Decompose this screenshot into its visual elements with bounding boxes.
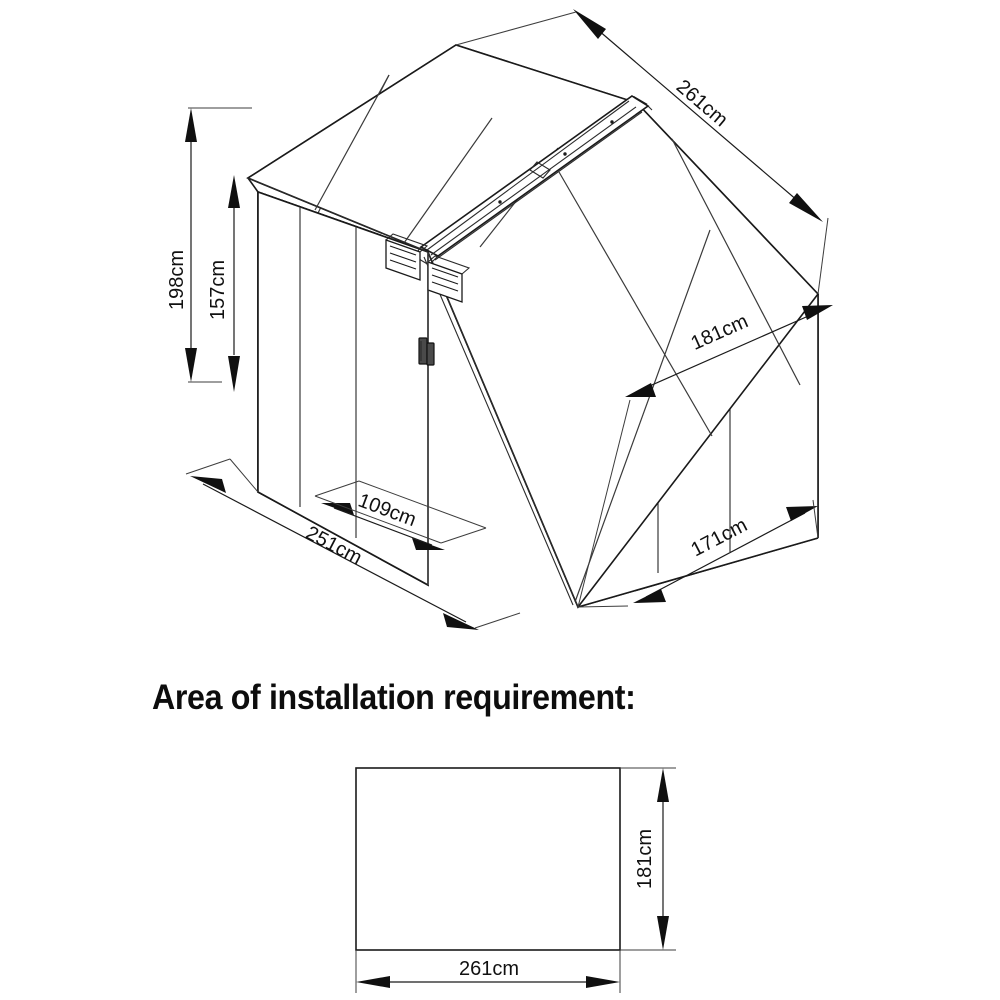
dimension-label-261cm-footprint: 261cm	[459, 958, 519, 980]
vent-left	[385, 233, 429, 281]
dimension-label-181cm-footprint: 181cm	[634, 829, 656, 889]
dimension-label-157cm: 157cm	[207, 260, 229, 320]
dimension-198cm: 198cm	[166, 107, 252, 383]
dimension-label-261cm-roof: 261cm	[672, 76, 732, 132]
gable-detail-lines	[423, 251, 579, 608]
door-handle[interactable]	[418, 337, 435, 366]
shed-outline	[246, 44, 820, 609]
dimension-181cm-footprint: 181cm	[620, 767, 676, 951]
dimension-157cm: 157cm	[207, 175, 240, 392]
dimension-label-198cm: 198cm	[166, 250, 188, 310]
installation-heading: Area of installation requirement:	[152, 678, 636, 717]
installation-footprint: 181cm 261cm	[355, 767, 676, 993]
shed-isometric-view: 198cm 157cm 261cm	[166, 9, 833, 630]
dimension-261cm-footprint: 261cm	[355, 950, 621, 993]
